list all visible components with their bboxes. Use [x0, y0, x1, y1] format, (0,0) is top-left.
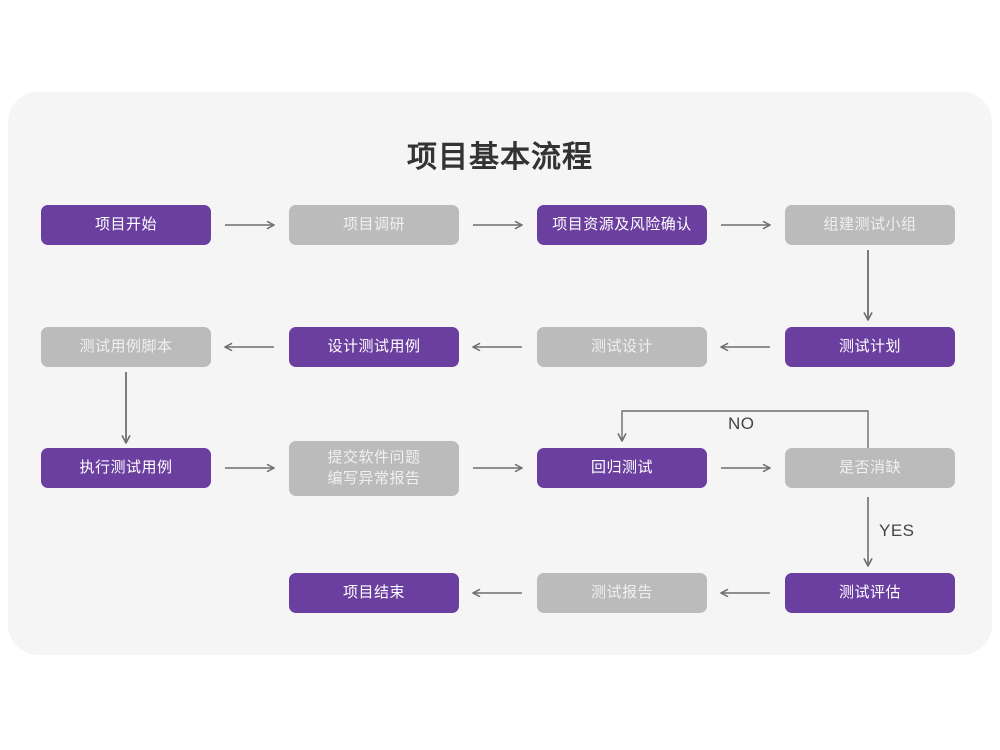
node-test-design[interactable]: 测试设计 — [537, 327, 707, 367]
node-execute-test-case[interactable]: 执行测试用例 — [41, 448, 211, 488]
node-form-test-team[interactable]: 组建测试小组 — [785, 205, 955, 245]
node-project-research[interactable]: 项目调研 — [289, 205, 459, 245]
node-project-start[interactable]: 项目开始 — [41, 205, 211, 245]
node-label: 项目开始 — [94, 215, 157, 233]
node-regression-test[interactable]: 回归测试 — [537, 448, 707, 488]
edge-label-no: NO — [728, 414, 755, 433]
node-label: 组建测试小组 — [823, 215, 917, 233]
node-design-test-case[interactable]: 设计测试用例 — [289, 327, 459, 367]
node-test-evaluation[interactable]: 测试评估 — [785, 573, 955, 613]
page-title: 项目基本流程 — [407, 141, 593, 174]
node-label: 执行测试用例 — [79, 458, 173, 476]
node-label: 测试用例脚本 — [79, 337, 173, 355]
node-resource-risk-confirm[interactable]: 项目资源及风险确认 — [537, 205, 707, 245]
node-label: 测试报告 — [590, 583, 653, 601]
node-label: 提交软件问题 编写异常报告 — [327, 449, 421, 487]
node-label: 回归测试 — [590, 458, 653, 476]
node-label: 项目资源及风险确认 — [552, 215, 692, 233]
node-test-plan[interactable]: 测试计划 — [785, 327, 955, 367]
node-label: 测试计划 — [838, 337, 901, 355]
node-defect-cleared[interactable]: 是否消缺 — [785, 448, 955, 488]
node-submit-issue-report[interactable]: 提交软件问题 编写异常报告 — [289, 441, 459, 496]
node-label: 测试评估 — [838, 583, 901, 601]
node-project-end[interactable]: 项目结束 — [289, 573, 459, 613]
node-test-report[interactable]: 测试报告 — [537, 573, 707, 613]
flowchart-card — [8, 92, 992, 655]
edge-label-yes: YES — [879, 521, 915, 540]
node-label: 是否消缺 — [838, 458, 901, 476]
node-label: 项目结束 — [342, 583, 405, 601]
node-label: 测试设计 — [590, 337, 653, 355]
node-label: 项目调研 — [342, 215, 405, 233]
node-test-case-script[interactable]: 测试用例脚本 — [41, 327, 211, 367]
node-label: 设计测试用例 — [327, 337, 421, 355]
